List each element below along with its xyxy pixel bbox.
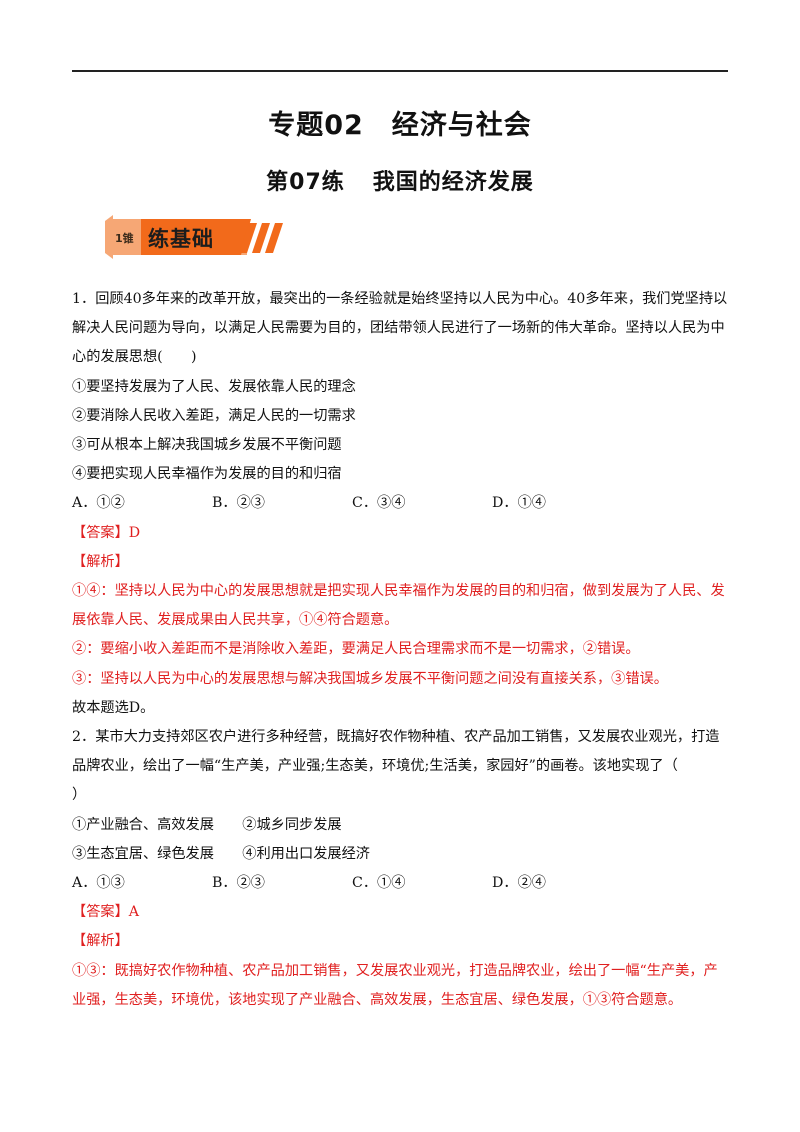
q1-options: A．①② B．②③ C．③④ D．①④ [72, 489, 730, 518]
q2-statement-2: ③生态宜居、绿色发展 ④利用出口发展经济 [72, 845, 370, 862]
q1-option-b: B．②③ [212, 495, 265, 512]
q2-answer-label: 【答案】 [72, 904, 129, 921]
q2-analysis-line-2: 业强，生态美，环境优，该地实现了产业融合、高效发展，生态宜居、绿色发展，①③符合… [72, 991, 683, 1008]
q1-stem-line-3: 心的发展思想( ) [72, 349, 197, 366]
q1-statement-2: ②要消除人民收入差距，满足人民的一切需求 [72, 407, 356, 424]
q1-option-a: A．①② [72, 495, 125, 512]
q1-analysis-line-3: ②：要缩小收入差距而不是消除收入差距，要满足人民合理需求而不是一切需求，②错误。 [72, 641, 640, 658]
q1-stem-line-1: 1．回顾40多年来的改革开放，最突出的一条经验就是始终坚持以人民为中心。40多年… [72, 291, 728, 307]
q2-stem-line-2: 品牌农业，绘出了一幅“生产美，产业强;生态美，环境优;生活美，家园好”的画卷。该… [72, 758, 678, 775]
q1-statement-1: ①要坚持发展为了人民、发展依靠人民的理念 [72, 378, 356, 395]
q1-option-d: D．①④ [492, 495, 546, 512]
q1-analysis-line-4: ③：坚持以人民为中心的发展思想与解决我国城乡发展不平衡问题之间没有直接关系，③错… [72, 670, 668, 687]
q1-analysis-line-1: ①④：坚持以人民为中心的发展思想就是把实现人民幸福作为发展的目的和归宿，做到发展… [72, 583, 725, 600]
q2-answer-value: A [128, 904, 140, 921]
q2-options: A．①③ B．②③ C．①④ D．②④ [72, 869, 730, 898]
q2-option-d: D．②④ [492, 875, 546, 892]
q1-analysis-label: 【解析】 [72, 553, 129, 570]
title-main: 经济与社会 [391, 110, 532, 141]
banner-number: 1锥 [115, 232, 134, 245]
q1-answer-label: 【答案】 [72, 524, 129, 541]
q1-analysis-line-2: 展依靠人民、发展成果由人民共享，①④符合题意。 [72, 612, 399, 629]
q1-answer: 【答案】D [72, 519, 730, 548]
q1-option-c: C．③④ [352, 495, 406, 512]
q1-answer-value: D [128, 524, 141, 541]
q2-answer: 【答案】A [72, 898, 730, 927]
q2-option-b: B．②③ [212, 875, 265, 892]
q2-option-c: C．①④ [352, 875, 406, 892]
q1-stem-line-2: 解决人民问题为导向，以满足人民需要为目的，团结带领人民进行了一场新的伟大革命。坚… [72, 320, 725, 337]
subtitle-prefix: 第07练 [266, 170, 345, 195]
title-prefix: 专题02 [268, 110, 364, 141]
subtitle-main: 我国的经济发展 [372, 170, 534, 195]
q1-conclusion: 故本题选D。 [72, 699, 155, 716]
page-title: 专题02 经济与社会 [0, 103, 800, 142]
q2-stem-line-3: ） [72, 787, 87, 804]
q2-stem-line-1: 2．某市大力支持郊区农户进行多种经营，既搞好农作物种植、农产品加工销售，又发展农… [72, 729, 720, 746]
q1-statement-3: ③可从根本上解决我国城乡发展不平衡问题 [72, 437, 342, 454]
q2-analysis-line-1: ①③：既搞好农作物种植、农产品加工销售，又发展农业观光，打造品牌农业，绘出了一幅… [72, 962, 718, 979]
banner-label: 练基础 [148, 227, 214, 251]
page-subtitle: 第07练 我国的经济发展 [0, 164, 800, 196]
question-content: 1．回顾40多年来的改革开放，最突出的一条经验就是始终坚持以人民为中心。40多年… [72, 285, 730, 1015]
q2-analysis-label: 【解析】 [72, 933, 129, 950]
section-banner: 1锥 练基础 [101, 213, 291, 261]
q2-option-a: A．①③ [72, 875, 125, 892]
q1-statement-4: ④要把实现人民幸福作为发展的目的和归宿 [72, 466, 342, 483]
banner-background [105, 215, 283, 259]
q2-statement-1: ①产业融合、高效发展 ②城乡同步发展 [72, 816, 342, 833]
top-rule [72, 70, 728, 72]
